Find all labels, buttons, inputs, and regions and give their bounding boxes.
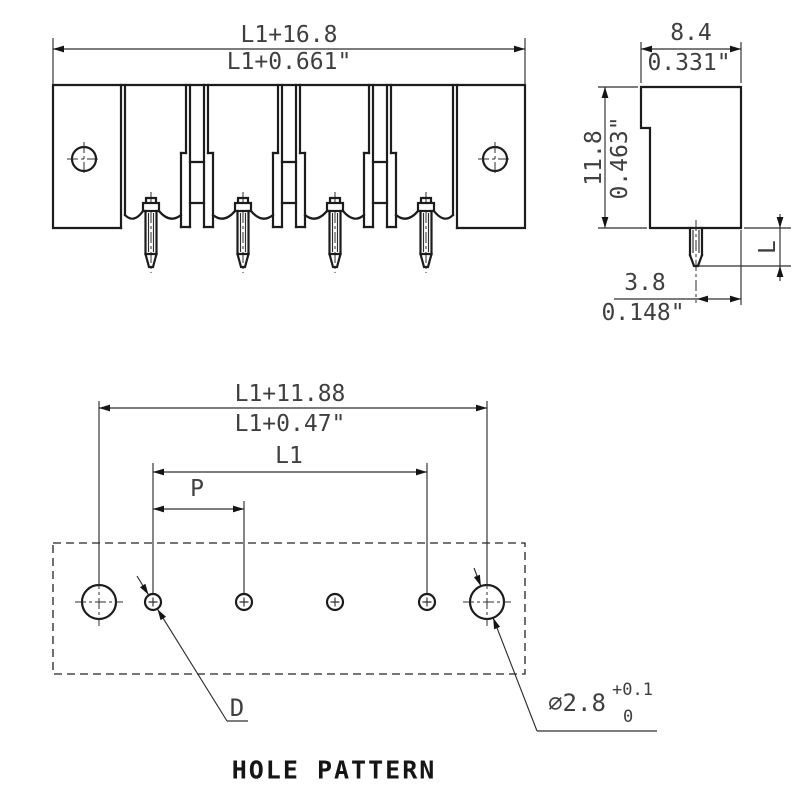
solder-pin-1 [141,190,161,275]
dimension-side-height: 11.8 0.463" [581,86,647,229]
drawing-title: HOLE PATTERN [232,756,437,785]
dimension-front-width: L1+16.8 L1+0.661" [52,22,526,85]
front-mounting-hole-right [476,140,514,178]
contact-fork-3 [362,83,398,229]
label-pin-hole-d: D [230,694,244,722]
pattern-mount-hole-left [73,576,125,628]
dim-side-depth-mm: 8.4 [670,20,712,46]
dimension-side-depth: 8.4 0.331" [640,20,742,83]
dim-front-width-in: L1+0.661" [227,49,352,75]
front-view: L1+16.8 L1+0.661" [51,22,527,275]
leader-mount-hole-dia: ⌀2.8 +0.1 0 [473,567,657,732]
wave-bottom-edge [123,209,455,220]
dim-pin-offset-mm: 3.8 [624,270,666,296]
dimension-mount-span: L1+11.88 L1+0.47" [99,381,487,437]
pattern-pin-hole-1 [143,592,163,612]
dim-pin-length: L [755,240,781,254]
dim-side-depth-in: 0.331" [647,50,730,76]
front-mounting-hole-left [65,140,103,178]
extension-lines [98,401,488,593]
side-view: 8.4 0.331" 11.8 0.463" L 3.8 0.148" [581,20,791,326]
contact-fork-2 [271,83,307,229]
dim-front-width-mm: L1+16.8 [241,22,338,48]
label-tolerance-lower: 0 [623,707,633,727]
dim-mount-span-in: L1+0.47" [235,411,346,437]
pattern-pin-hole-3 [325,592,345,612]
hole-pattern-view: L1+11.88 L1+0.47" L1 P D ⌀2.8 +0.1 [52,381,657,732]
side-outline [639,85,743,230]
solder-pin-2 [233,190,253,275]
dim-pin-span: L1 [275,443,303,469]
dimension-pitch: P [153,476,244,513]
dim-pin-offset-in: 0.148" [601,300,684,326]
dim-mount-span-mm: L1+11.88 [235,381,346,407]
dimension-pin-span: L1 [153,443,427,476]
dim-side-height-mm: 11.8 [581,130,607,185]
side-pin [688,220,704,303]
board-outline-dashed [52,542,526,675]
label-mount-hole-dia: ⌀2.8 [548,689,606,717]
dim-pitch: P [190,476,204,502]
pattern-pin-hole-2 [234,592,254,612]
label-tolerance-upper: +0.1 [612,680,653,700]
dimension-pin-length: L [699,214,791,281]
dimension-pin-offset: 3.8 0.148" [601,230,742,326]
front-outline [51,83,527,230]
solder-pin-4 [416,190,436,275]
pattern-mount-hole-right [461,576,513,628]
contact-fork-1 [179,83,215,229]
solder-pin-3 [325,190,345,275]
leader-pin-hole-d: D [136,575,248,722]
dim-side-height-in: 0.463" [607,116,633,199]
pattern-pin-hole-4 [417,592,437,612]
